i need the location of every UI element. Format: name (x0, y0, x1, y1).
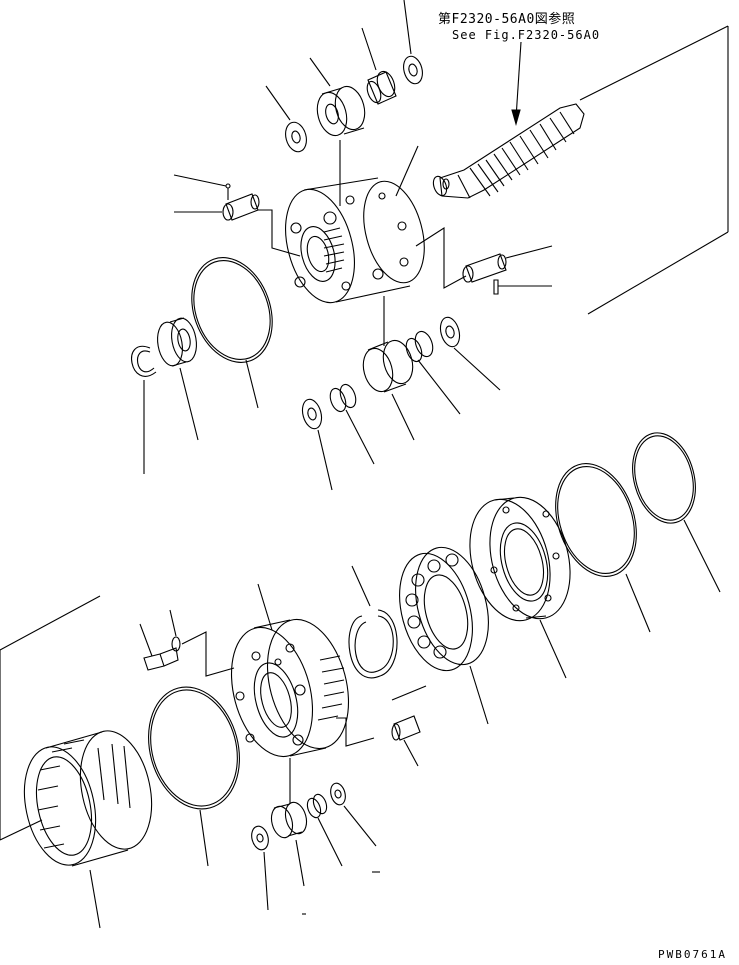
reference-arrow (512, 42, 521, 124)
needle-bearing-bottom (305, 793, 342, 866)
o-ring-upper (178, 246, 286, 408)
snap-ring-lower (349, 566, 397, 678)
needle-bearing-lower (403, 329, 460, 414)
thrust-washer-lower-left (299, 397, 332, 490)
thrust-washer-top-left (266, 86, 310, 154)
planet-gear-lower (359, 337, 417, 440)
needle-bearing-top (362, 28, 398, 104)
planet-carrier (274, 146, 434, 310)
figure-reference-english: See Fig.F2320-56A0 (452, 28, 601, 42)
thrust-washer-top (401, 0, 426, 86)
o-ring-right (542, 453, 650, 632)
needle-bearing-lower-left (327, 382, 374, 464)
planet-shaft-lower (392, 686, 426, 766)
o-ring-far-right (623, 426, 720, 592)
planet-gear-bottom (268, 800, 310, 886)
spring-washer (170, 610, 180, 651)
thrust-washer-bottom-right (328, 782, 376, 846)
planet-shaft-right (463, 246, 552, 294)
leader-line (258, 210, 300, 256)
snap-ring-upper (132, 346, 156, 474)
bolt (140, 624, 178, 670)
output-shaft (431, 104, 584, 198)
ball-bearing-large (388, 539, 501, 724)
figure-reference-japanese: 第F2320-56A0図参照 (438, 12, 576, 27)
planet-gear-top (310, 58, 369, 139)
planet-shaft-upper (174, 175, 259, 220)
thrust-washer-lower-right (437, 315, 500, 390)
drawing-number: PWB0761A (658, 948, 727, 961)
leader-line (336, 718, 374, 746)
leader-line (416, 228, 466, 288)
ring-gear (14, 724, 161, 928)
thrust-washer-bottom-left (249, 824, 271, 910)
planet-carrier-lower (218, 584, 362, 766)
leader-line (182, 632, 234, 676)
ball-bearing-upper (154, 316, 199, 440)
o-ring-lower (135, 677, 252, 866)
bearing-housing (457, 488, 583, 678)
lower-leader-bracket (0, 596, 100, 840)
shaft-leader-bracket (580, 26, 728, 314)
